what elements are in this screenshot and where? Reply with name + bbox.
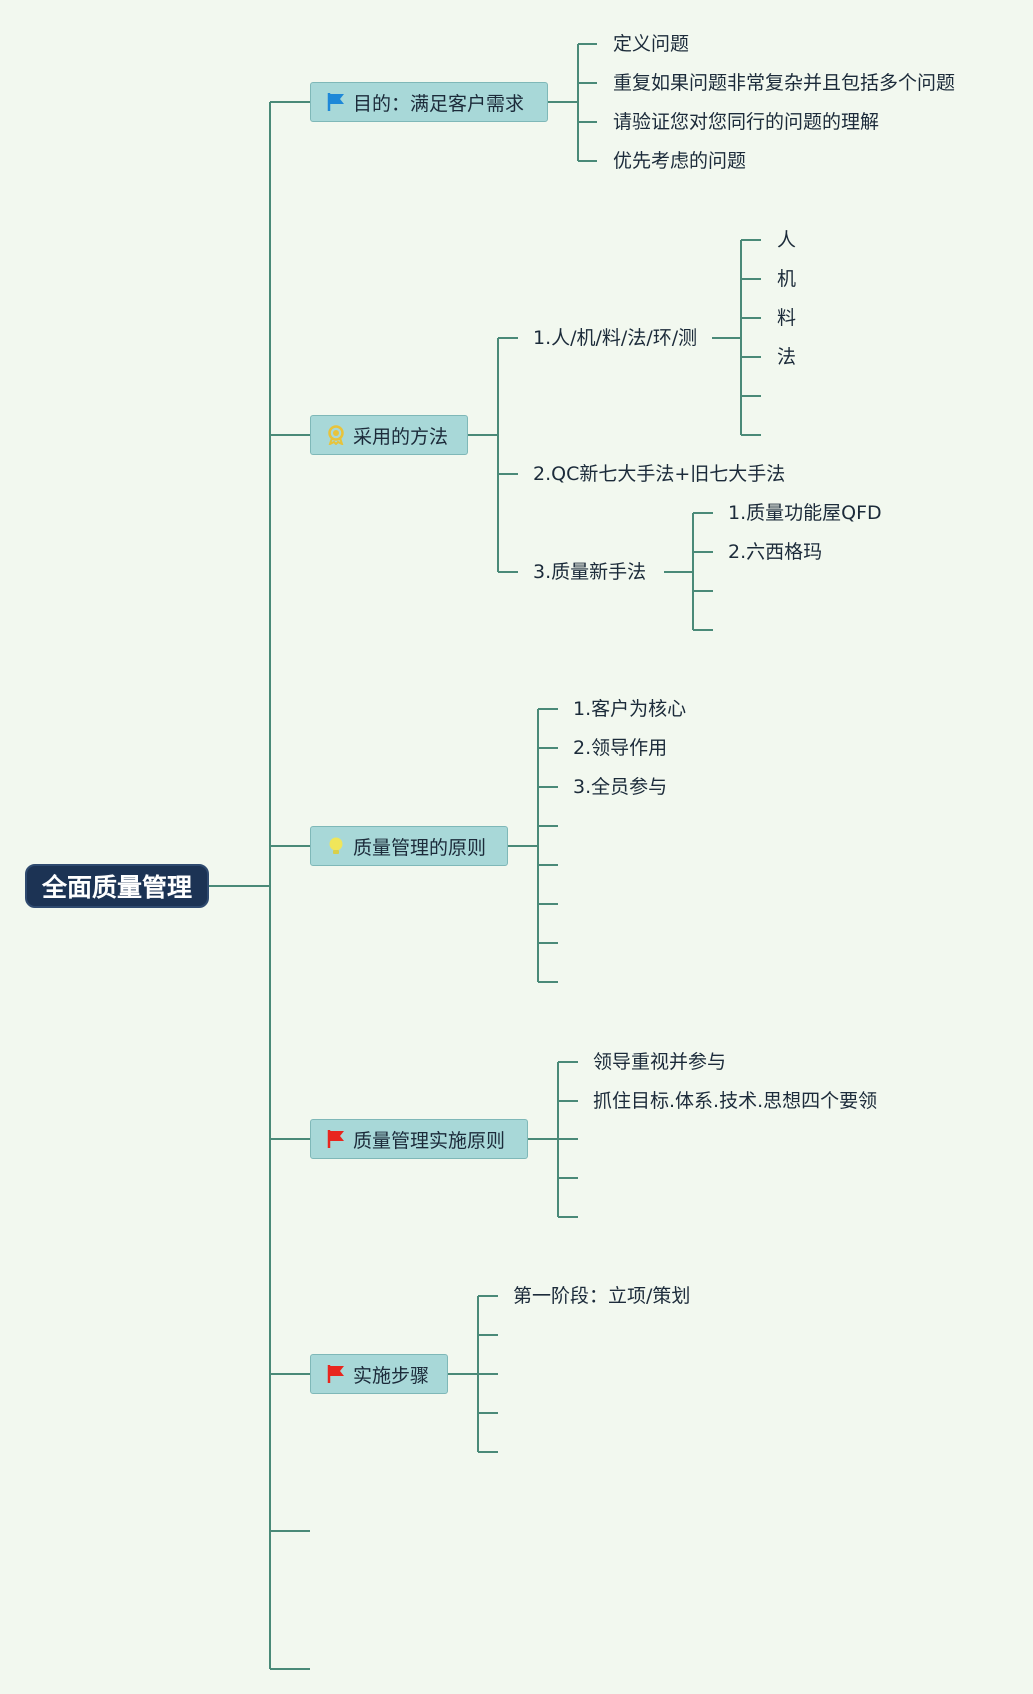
root-topic[interactable]: 全面质量管理 [25, 864, 209, 908]
red-flag-icon [325, 1363, 347, 1385]
goal-item[interactable]: 请验证您对您同行的问题的理解 [613, 111, 880, 133]
goal-item[interactable]: 优先考虑的问题 [613, 150, 747, 172]
lightbulb-icon [325, 835, 347, 857]
steps-item[interactable]: 第一阶段：立项/策划 [513, 1285, 691, 1307]
implementation-item[interactable]: 领导重视并参与 [593, 1051, 727, 1073]
topic-goal-label: 目的：满足客户需求 [353, 92, 525, 115]
implementation-item[interactable]: 抓住目标.体系.技术.思想四个要领 [593, 1090, 878, 1112]
blue-flag-icon [325, 91, 347, 113]
methods-sub1[interactable]: 1.人/机/料/法/环/测 [533, 327, 698, 349]
topic-implementation-label: 质量管理实施原则 [353, 1129, 506, 1152]
goal-item[interactable]: 定义问题 [613, 33, 690, 55]
methods-sub1-item[interactable]: 法 [777, 346, 797, 368]
topic-principles[interactable]: 质量管理的原则 [310, 826, 508, 866]
gold-medal-icon [325, 424, 347, 446]
principles-item[interactable]: 2.领导作用 [573, 737, 668, 759]
methods-sub3[interactable]: 3.质量新手法 [533, 561, 647, 583]
methods-sub3-item[interactable]: 2.六西格玛 [728, 541, 823, 563]
goal-item[interactable]: 重复如果问题非常复杂并且包括多个问题 [613, 72, 956, 94]
topic-methods[interactable]: 采用的方法 [310, 415, 468, 455]
principles-item[interactable]: 3.全员参与 [573, 776, 668, 798]
methods-sub3-item[interactable]: 1.质量功能屋QFD [728, 502, 882, 524]
methods-sub1-item[interactable]: 人 [777, 229, 797, 251]
topic-goal[interactable]: 目的：满足客户需求 [310, 82, 548, 122]
methods-sub1-item[interactable]: 料 [777, 307, 797, 329]
topic-implementation[interactable]: 质量管理实施原则 [310, 1119, 528, 1159]
methods-sub1-item[interactable]: 机 [777, 268, 797, 290]
methods-sub2[interactable]: 2.QC新七大手法+旧七大手法 [533, 463, 786, 485]
topic-methods-label: 采用的方法 [353, 425, 449, 448]
topic-steps[interactable]: 实施步骤 [310, 1354, 448, 1394]
topic-principles-label: 质量管理的原则 [353, 836, 487, 859]
red-flag-icon [325, 1128, 347, 1150]
root-topic-label: 全面质量管理 [41, 873, 192, 902]
topic-steps-label: 实施步骤 [353, 1364, 430, 1387]
principles-item[interactable]: 1.客户为核心 [573, 698, 687, 720]
